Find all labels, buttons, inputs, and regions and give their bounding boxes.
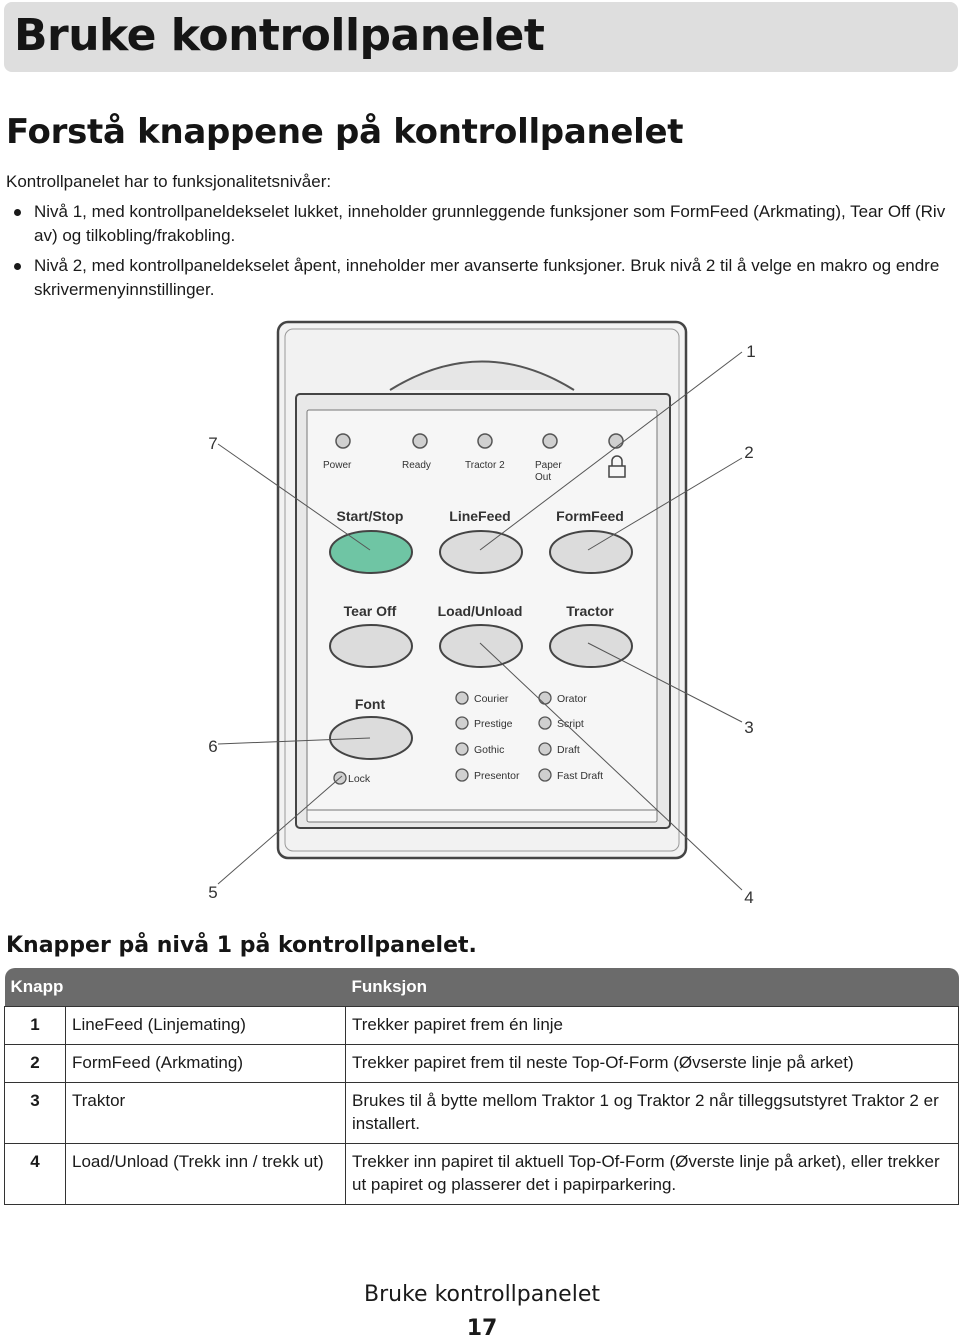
row-button-name: LineFeed (Linjemating) <box>65 1006 346 1045</box>
callout-5: 5 <box>208 883 217 902</box>
footer-title: Bruke kontrollpanelet <box>364 1282 600 1307</box>
callout-3: 3 <box>744 718 753 737</box>
label-tractor: Tractor <box>566 603 614 619</box>
tractor-button <box>549 624 633 668</box>
intro-text: Kontrollpanelet har to funksjonalitetsni… <box>6 172 332 191</box>
font-presentor: Presentor <box>474 770 520 782</box>
table-row: 1 LineFeed (Linjemating) Trekker papiret… <box>4 1006 959 1045</box>
table-row: 3 Traktor Brukes til å bytte mellom Trak… <box>4 1082 959 1144</box>
font-prestige: Prestige <box>474 718 513 730</box>
callout-2: 2 <box>744 443 753 462</box>
control-panel-illustration: Power Ready Tractor 2 Paper Out Start/St… <box>208 320 756 907</box>
bullet-dot-icon <box>14 209 21 216</box>
font-orator: Orator <box>557 693 587 705</box>
indicator-tractor2: Tractor 2 <box>465 460 505 471</box>
table-header-row: Knapp Funksjon <box>4 968 959 1007</box>
row-number: 4 <box>4 1143 66 1205</box>
table-row: 4 Load/Unload (Trekk inn / trekk ut) Tre… <box>4 1143 959 1205</box>
row-function: Brukes til å bytte mellom Traktor 1 og T… <box>345 1082 959 1144</box>
font-button <box>329 716 413 760</box>
label-formfeed: FormFeed <box>556 508 624 524</box>
callout-4: 4 <box>744 888 753 907</box>
lock-icon <box>608 455 626 478</box>
chapter-header: Bruke kontrollpanelet <box>4 2 958 72</box>
lock-label: Lock <box>348 773 371 785</box>
label-linefeed: LineFeed <box>449 508 510 524</box>
section-title: Forstå knappene på kontrollpanelet <box>6 112 684 152</box>
font-fast-draft: Fast Draft <box>557 770 603 782</box>
load-unload-button <box>439 624 523 668</box>
bullet-item: Nivå 2, med kontrollpaneldekselet åpent,… <box>6 254 956 302</box>
button-function-table: Knapp Funksjon 1 LineFeed (Linjemating) … <box>4 968 959 1205</box>
bullet-item: Nivå 1, med kontrollpaneldekselet lukket… <box>6 200 956 248</box>
chapter-title: Bruke kontrollpanelet <box>14 10 545 61</box>
control-panel-figure: Power Ready Tractor 2 Paper Out Start/St… <box>190 318 780 918</box>
page-number: 17 <box>466 1316 498 1341</box>
font-courier: Courier <box>474 693 509 705</box>
label-tear-off: Tear Off <box>344 603 397 619</box>
font-script: Script <box>557 718 584 730</box>
row-function: Trekker papiret frem til neste Top-Of-Fo… <box>345 1044 959 1083</box>
row-button-name: FormFeed (Arkmating) <box>65 1044 346 1083</box>
callout-7: 7 <box>208 434 217 453</box>
indicator-power: Power <box>323 460 352 471</box>
indicator-paper: Paper <box>535 460 562 471</box>
row-function: Trekker inn papiret til aktuell Top-Of-F… <box>345 1143 959 1205</box>
callout-6: 6 <box>208 737 217 756</box>
row-number: 3 <box>4 1082 66 1144</box>
font-gothic: Gothic <box>474 744 504 756</box>
linefeed-button <box>439 530 523 574</box>
tear-off-button <box>329 624 413 668</box>
indicator-out: Out <box>535 472 551 483</box>
table-row: 2 FormFeed (Arkmating) Trekker papiret f… <box>4 1044 959 1083</box>
start-stop-button <box>329 530 413 574</box>
callout-1: 1 <box>746 342 755 361</box>
label-start-stop: Start/Stop <box>337 508 404 524</box>
row-number: 2 <box>4 1044 66 1083</box>
font-draft: Draft <box>557 744 580 756</box>
indicator-ready: Ready <box>402 460 431 471</box>
row-number: 1 <box>4 1006 66 1045</box>
column-header-button: Knapp <box>4 968 346 1007</box>
row-function: Trekker papiret frem én linje <box>345 1006 959 1045</box>
label-font: Font <box>355 696 386 712</box>
bullet-dot-icon <box>14 263 21 270</box>
label-load-unload: Load/Unload <box>438 603 523 619</box>
formfeed-button <box>549 530 633 574</box>
row-button-name: Load/Unload (Trekk inn / trekk ut) <box>65 1143 346 1205</box>
figure-caption: Knapper på nivå 1 på kontrollpanelet. <box>6 933 477 958</box>
bullet-list: Nivå 1, med kontrollpaneldekselet lukket… <box>6 200 956 308</box>
column-header-function: Funksjon <box>345 968 959 1007</box>
row-button-name: Traktor <box>65 1082 346 1144</box>
